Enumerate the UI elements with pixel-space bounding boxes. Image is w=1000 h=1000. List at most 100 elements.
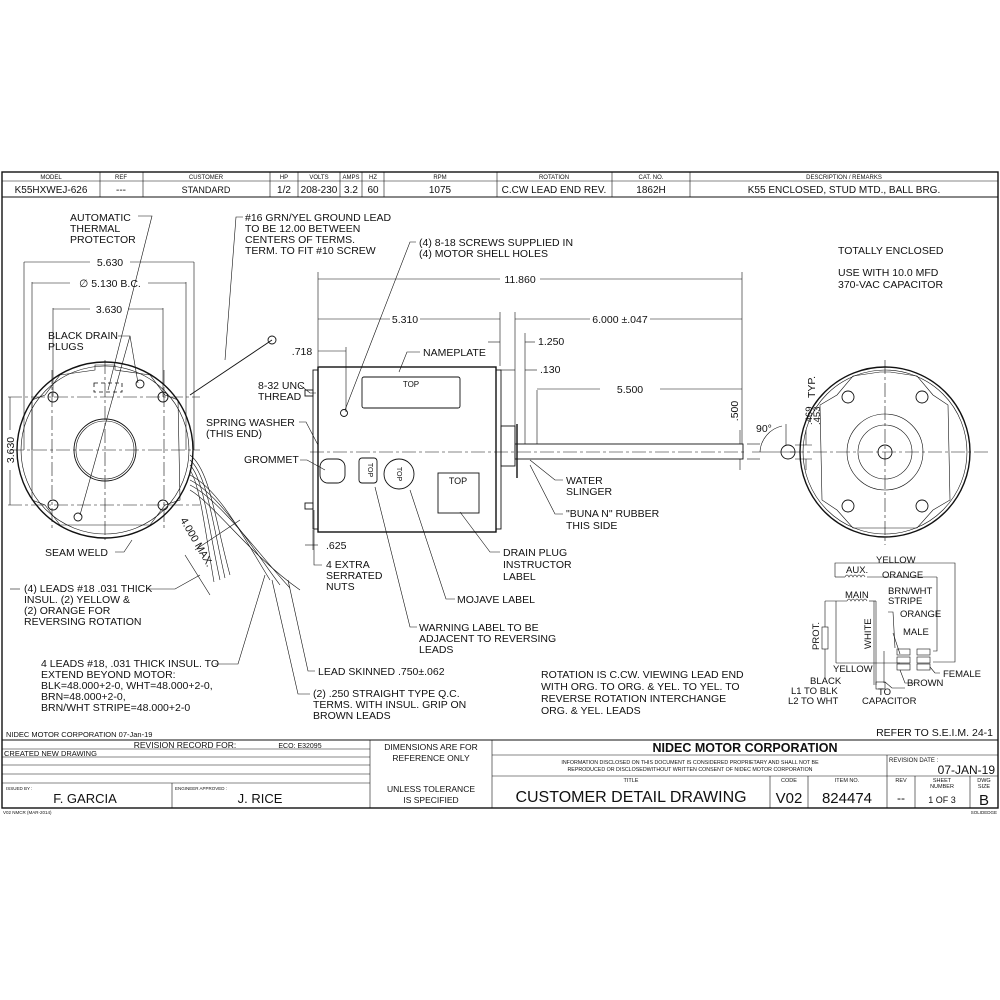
wire-yellow: YELLOW <box>876 555 916 566</box>
dims-reference-note: REFERENCE ONLY <box>392 753 470 763</box>
drain-label: LABEL <box>503 571 536 583</box>
capacitor-note: 370-VAC CAPACITOR <box>838 279 943 291</box>
serrated-nuts-label: SERRATED <box>326 570 383 582</box>
unc-thread-label: 8-32 UNC <box>258 380 305 392</box>
lead-end-view: 5.630 ∅ 5.130 B.C. 3.630 3.630 AUTOMATIC… <box>5 212 301 596</box>
reversing-leads-label: INSUL. (2) YELLOW & <box>24 594 130 606</box>
water-slinger-label: SLINGER <box>566 486 613 498</box>
nameplate-outline <box>361 376 461 409</box>
item-label: ITEM NO. <box>835 778 860 784</box>
proprietary-notice: INFORMATION DISCLOSED ON THIS DOCUMENT I… <box>561 760 819 766</box>
drain-label: DRAIN PLUG <box>503 547 567 559</box>
engineer-label: ENGINEER APPROVED : <box>175 786 227 791</box>
dim-1250: 1.250 <box>538 336 564 348</box>
wiring-diagram: YELLOW AUX. ORANGE MAIN BRN/WHT STRIPE O… <box>788 555 981 707</box>
nameplate-top: TOP <box>403 380 419 389</box>
capacitor-note: USE WITH 10.0 MFD <box>838 267 939 279</box>
unc-thread-label: THREAD <box>258 391 302 403</box>
buna-label: THIS SIDE <box>566 520 617 532</box>
rotation-value: C.CW LEAD END REV. <box>502 185 607 196</box>
warning-label: LEADS <box>419 644 453 656</box>
wire-brown: BROWN <box>907 678 944 689</box>
buna-label: "BUNA N" RUBBER <box>566 508 660 520</box>
thermal-protector-label: PROTECTOR <box>70 234 136 246</box>
col-cat-no: CAT. NO. <box>639 175 664 181</box>
proprietary-notice: REPRODUCED OR DISCLOSEDWITHOUT WRITTEN C… <box>567 767 812 773</box>
col-hz: HZ <box>369 175 377 181</box>
engineer: J. RICE <box>238 791 283 806</box>
wire-black: BLACK <box>810 676 842 687</box>
dim-11860: 11.860 <box>504 274 535 286</box>
warning-label: WARNING LABEL TO BE <box>419 622 539 634</box>
rotation-note: REVERSE ROTATION INTERCHANGE <box>541 693 726 705</box>
l2-label: L2 TO WHT <box>788 696 839 707</box>
volts-value: 208-230 <box>301 185 338 196</box>
grommet-label: GROMMET <box>244 454 299 466</box>
hp-value: 1/2 <box>277 185 291 196</box>
mojave-label-top: TOP <box>395 467 402 482</box>
shaft-end-view: 90° .469 .453 TYP. <box>752 360 990 545</box>
company-name: NIDEC MOTOR CORPORATION <box>653 741 838 755</box>
dim-625: .625 <box>326 540 347 552</box>
l1-label: L1 TO BLK <box>791 686 838 697</box>
drain-plugs-label: BLACK DRAIN <box>48 330 118 342</box>
dim-5500: 5.500 <box>617 384 643 396</box>
revision-entry: CREATED NEW DRAWING <box>4 749 97 758</box>
reversing-leads-label: (2) ORANGE FOR <box>24 605 111 617</box>
qc-terms-label: TERMS. WITH INSUL. GRIP ON <box>313 699 466 711</box>
female-terminal-label: FEMALE <box>943 669 981 680</box>
dwg-size: B <box>979 792 989 809</box>
issued-by-label: ISSUED BY : <box>6 786 32 791</box>
extend-leads-label: BRN/WHT STRIPE=48.000+2-0 <box>41 702 190 714</box>
thermal-protector-label: AUTOMATIC <box>70 212 131 224</box>
rotation-note: WITH ORG. TO ORG. & YEL. TO YEL. TO <box>541 681 740 693</box>
protector-label: PROT. <box>811 622 822 650</box>
spring-washer-label: (THIS END) <box>206 428 262 440</box>
rev-value: -- <box>897 791 905 805</box>
dwg-size-label: SIZE <box>978 784 991 790</box>
wire-white: WHITE <box>863 618 874 649</box>
lead-skinned-label: LEAD SKINNED .750±.062 <box>318 666 445 678</box>
hz-value: 60 <box>367 185 379 196</box>
dim-500: .500 <box>729 401 741 422</box>
drain-label: INSTRUCTOR <box>503 559 572 571</box>
reversing-leads-label: REVERSING ROTATION <box>24 616 141 628</box>
warning-label-top: TOP <box>366 463 373 478</box>
drawing-frame <box>1 171 999 809</box>
revision-date-label: REVISION DATE : <box>889 758 939 764</box>
code-label: CODE <box>781 778 797 784</box>
serrated-nuts-label: 4 EXTRA <box>326 559 370 571</box>
amps-value: 3.2 <box>344 185 358 196</box>
revision-date: 07-JAN-19 <box>938 763 996 777</box>
extend-leads-label: 4 LEADS #18, .031 THICK INSUL. TO <box>41 658 219 670</box>
reversing-leads-label: (4) LEADS #18 .031 THICK <box>24 583 152 595</box>
dim-130: .130 <box>540 364 561 376</box>
cat-no-value: 1862H <box>636 185 665 196</box>
serrated-nuts-label: NUTS <box>326 581 355 593</box>
aux-winding-label: AUX. <box>846 565 868 576</box>
revision-record-label: REVISION RECORD FOR: <box>134 740 236 750</box>
screws-label: (4) 8-18 SCREWS SUPPLIED IN <box>419 237 573 249</box>
dim-bolt-circle: ∅ 5.130 B.C. <box>79 278 141 290</box>
description-value: K55 ENCLOSED, STUD MTD., BALL BRG. <box>748 185 940 196</box>
typ-label: TYP. <box>806 376 818 398</box>
grommet <box>319 458 346 484</box>
rotation-note: ORG. & YEL. LEADS <box>541 705 641 717</box>
software-label: SOLIDEDGE <box>971 810 997 815</box>
mojave-label: MOJAVE LABEL <box>457 594 535 606</box>
angle-90: 90° <box>756 423 772 435</box>
ground-lead-label: TERM. TO FIT #10 SCREW <box>245 245 376 257</box>
refer-note: REFER TO S.E.I.M. 24-1 <box>876 727 993 739</box>
flat-dim-453: .453 <box>812 407 823 426</box>
item-number: 824474 <box>822 790 872 807</box>
dim-3630: 3.630 <box>96 304 122 316</box>
col-rpm: RPM <box>433 175 446 181</box>
form-code: V02 NMCR (MAR-2014) <box>3 810 52 815</box>
customer-value: STANDARD <box>182 185 231 195</box>
extend-leads-label: EXTEND BEYOND MOTOR: <box>41 669 176 681</box>
wire-brn-wht: STRIPE <box>888 596 922 607</box>
ground-lead-label: CENTERS OF TERMS. <box>245 234 355 246</box>
tolerance-note: UNLESS TOLERANCE <box>387 784 475 794</box>
rpm-value: 1075 <box>429 185 452 196</box>
title-block: NIDEC MOTOR CORPORATION 07-Jan-19 REVISI… <box>2 730 998 815</box>
